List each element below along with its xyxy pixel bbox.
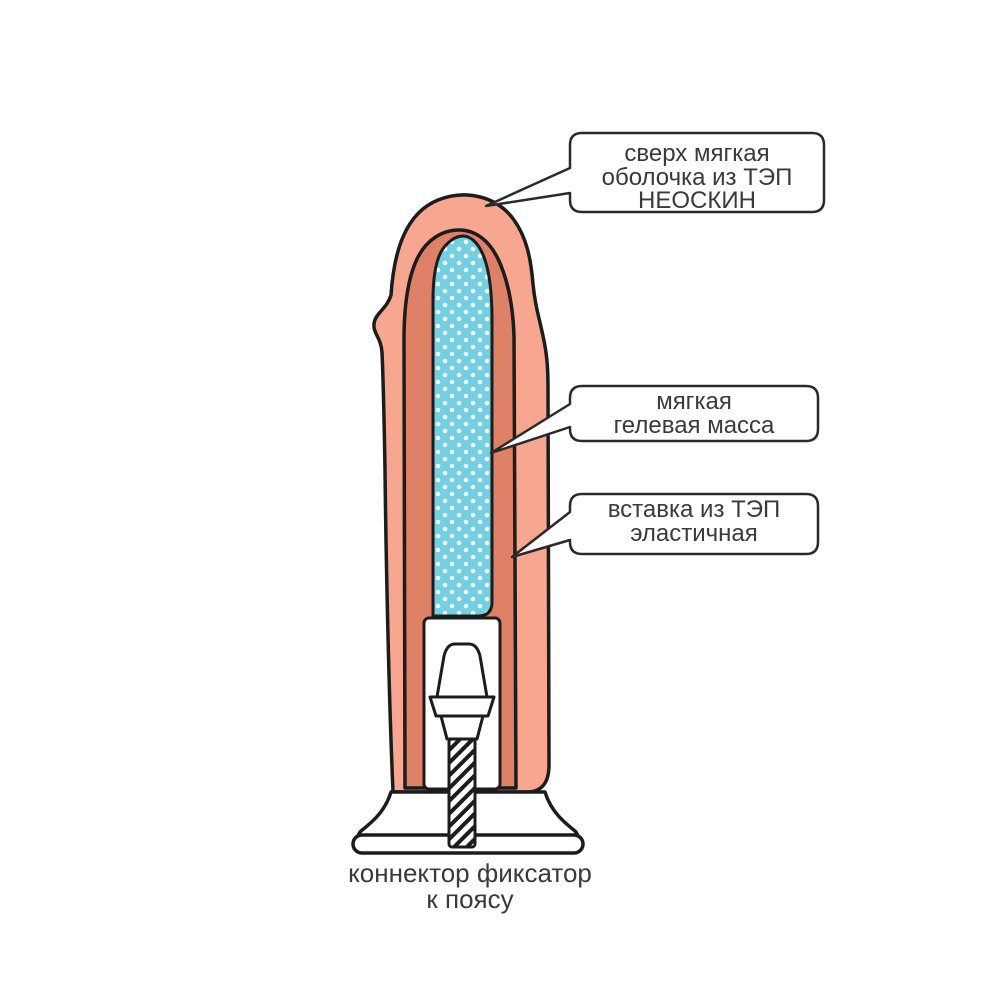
caption-line-1: коннектор фиксатор: [348, 858, 592, 888]
callout-gel: мягкая гелевая масса: [489, 384, 820, 455]
connector-cone: [435, 642, 489, 699]
callout-shell: сверх мягкая оболочка из ТЭП НЕОСКИН: [484, 131, 826, 214]
callout-gel-line-2: гелевая масса: [614, 412, 775, 439]
callout-insert-bubble: [510, 492, 820, 559]
connector-collar: [428, 695, 496, 718]
callout-shell-bubble: [484, 131, 826, 214]
callout-shell-line-2: оболочка из ТЭП: [602, 164, 793, 191]
callout-gel-line-1: мягкая: [656, 388, 732, 415]
callout-gel-bubble: [489, 384, 820, 455]
callout-shell-line-3: НЕОСКИН: [638, 187, 756, 214]
screw-rod: [447, 737, 477, 849]
caption: коннектор фиксатор к поясу: [348, 858, 592, 914]
callout-insert: вставка из ТЭП эластичная: [510, 492, 820, 559]
gel-core-shape: [431, 234, 494, 618]
connector-neck: [439, 714, 485, 741]
callout-shell-line-1: сверх мягкая: [624, 140, 769, 167]
callout-insert-line-2: эластичная: [630, 520, 758, 547]
caption-line-2: к поясу: [426, 884, 513, 914]
callout-insert-line-1: вставка из ТЭП: [608, 496, 781, 523]
